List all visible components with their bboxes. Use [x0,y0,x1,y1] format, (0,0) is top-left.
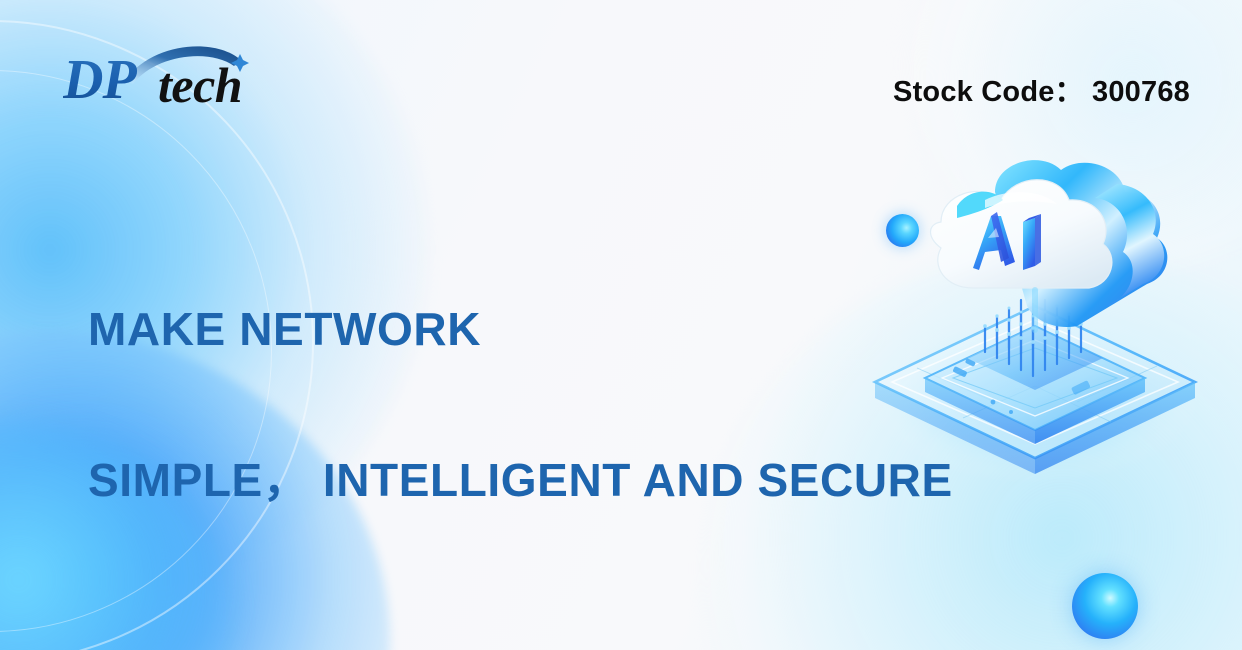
headline-block: MAKE NETWORK SIMPLE， INTELLIGENT AND SEC… [88,303,953,507]
headline-line-2: SIMPLE， INTELLIGENT AND SECURE [88,454,953,507]
headline-line-1: MAKE NETWORK [88,303,482,355]
platform-outer-tray [871,304,1199,474]
logo-tech-text: tech [158,57,242,110]
logo-sparkle-icon [231,54,249,72]
stock-code-text: Stock Code： 300768 [893,76,1190,108]
logo-swoosh-icon [125,46,241,84]
ai-cloud-illustration [845,130,1235,490]
brand-logo[interactable]: DP tech [63,38,293,110]
cloud-3d [929,160,1168,328]
chip-circuit-details [953,358,1091,414]
floating-sphere-small [886,214,919,247]
logo-dp-text: DP [63,49,137,110]
floating-sphere-large [1072,573,1138,639]
cloud-ai-label [973,212,1041,270]
